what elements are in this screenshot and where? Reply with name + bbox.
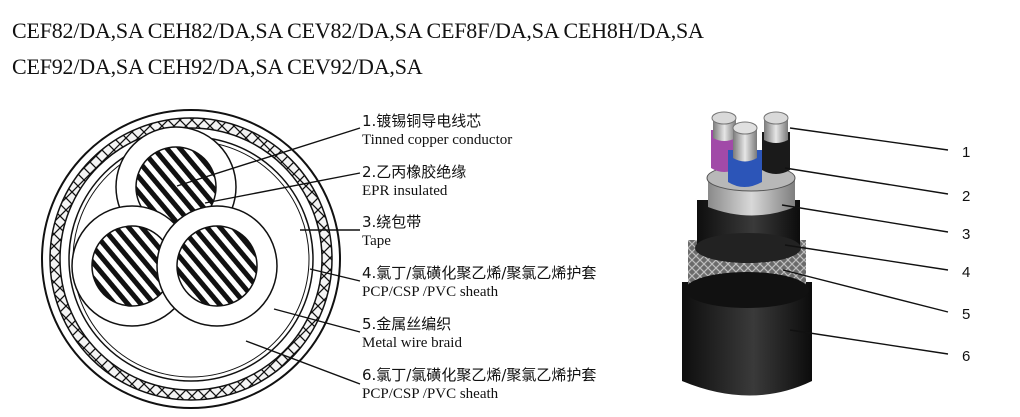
callout-number-5: 5 xyxy=(962,306,971,323)
callout-number-2: 2 xyxy=(962,188,971,205)
core-conductor xyxy=(176,225,258,307)
callout-number-1: 1 xyxy=(962,144,971,161)
layer-4-label-zh: 4.氯丁/氯磺化聚乙烯/聚氯乙烯护套 xyxy=(362,264,597,282)
cable-perspective xyxy=(682,111,812,396)
perspective-leaders xyxy=(781,127,949,355)
core-right xyxy=(156,205,278,327)
callout-number-4: 4 xyxy=(962,264,971,281)
core-top xyxy=(115,126,237,248)
layer-6-label-zh: 6.氯丁/氯磺化聚乙烯/聚氯乙烯护套 xyxy=(362,366,597,384)
cross-section xyxy=(41,109,341,409)
cross-section-leaders xyxy=(176,127,361,385)
layer-5-label-en: Metal wire braid xyxy=(362,335,462,351)
layer-2-label-zh: 2.乙丙橡胶绝缘 xyxy=(362,163,467,181)
model-list-line-1: CEF82/DA,SA CEH82/DA,SA CEV82/DA,SA CEF8… xyxy=(12,18,704,43)
layer-1-label-zh: 1.镀锡铜导电线芯 xyxy=(362,112,482,130)
layer-2-label-en: EPR insulated xyxy=(362,183,448,199)
layer-1-label-en: Tinned copper conductor xyxy=(362,132,513,148)
layer-3-label-en: Tape xyxy=(362,233,391,249)
callout-number-6: 6 xyxy=(962,348,971,365)
model-list-line-2: CEF92/DA,SA CEH92/DA,SA CEV92/DA,SA xyxy=(12,54,423,79)
layer-6-label-en: PCP/CSP /PVC sheath xyxy=(362,386,499,402)
layer-4-label-en: PCP/CSP /PVC sheath xyxy=(362,284,499,300)
core-left xyxy=(71,205,193,327)
layer-5-label-zh: 5.金属丝编织 xyxy=(362,315,452,333)
callout-number-3: 3 xyxy=(962,226,971,243)
layer-3-label-zh: 3.绕包带 xyxy=(362,213,422,231)
